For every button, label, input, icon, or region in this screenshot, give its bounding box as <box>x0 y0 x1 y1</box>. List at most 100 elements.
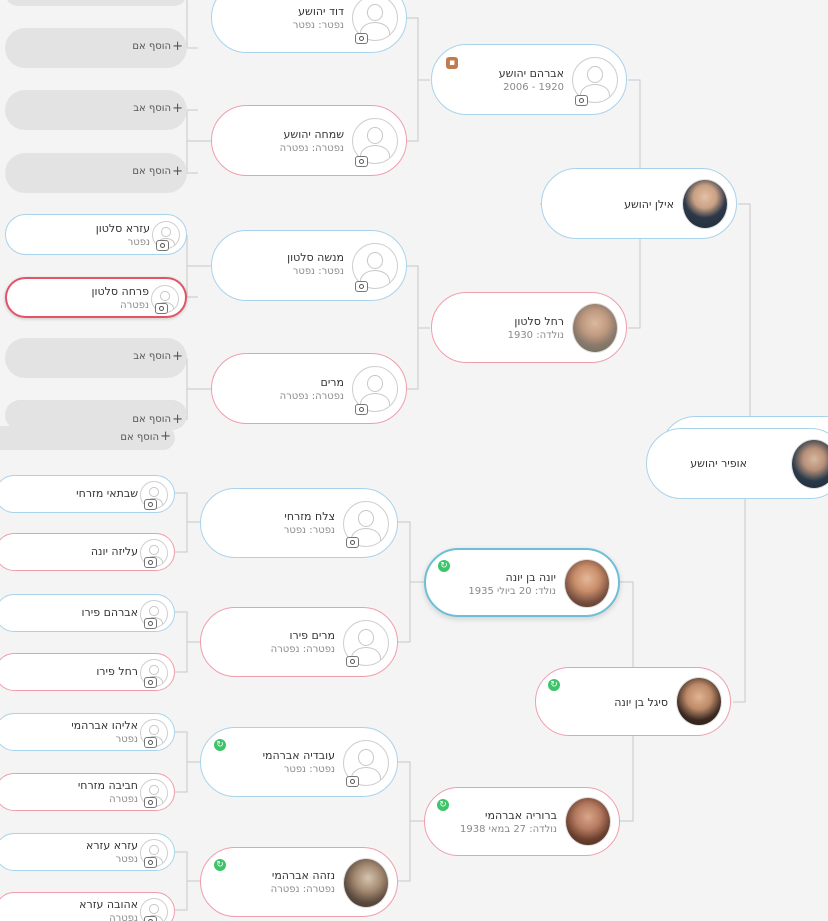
person-card[interactable]: ↻ עובדיה אברהמי נפטר: נפטר <box>200 727 398 797</box>
person-dates: נפטרה <box>120 300 149 311</box>
person-card[interactable]: עזרא עזרא נפטר <box>0 833 175 871</box>
person-card[interactable]: אילן יהושע <box>541 168 737 239</box>
person-dates: נולדה: 1930 <box>507 330 564 341</box>
person-name: יונה בן יונה <box>505 571 556 584</box>
plus-icon: + <box>172 349 183 364</box>
person-name: נזהה אברהמי <box>271 869 335 882</box>
camera-icon[interactable] <box>346 656 359 667</box>
person-name: סיגל בן יונה <box>614 696 668 709</box>
camera-icon[interactable] <box>575 95 588 106</box>
add-mother-button[interactable]: הוסף אם + <box>5 400 187 430</box>
avatar-placeholder-icon <box>140 898 168 921</box>
sync-icon: ↻ <box>548 679 560 691</box>
person-photo <box>343 858 389 908</box>
person-dates: נפטר <box>115 734 138 745</box>
camera-icon[interactable] <box>144 857 157 868</box>
camera-icon[interactable] <box>144 618 157 629</box>
sync-icon: ↻ <box>437 799 449 811</box>
person-card[interactable]: מרים נפטרה: נפטרה <box>211 353 407 424</box>
person-card-root[interactable]: אופיר יהושע <box>646 428 828 499</box>
add-mother-button[interactable]: הוסף אם + <box>5 153 187 193</box>
person-name: אברהם יהושע <box>498 67 564 80</box>
person-card[interactable]: עליזה יונה <box>0 533 175 571</box>
camera-icon[interactable] <box>346 537 359 548</box>
person-dates: נפטרה: נפטרה <box>270 644 335 655</box>
person-dates: נולדה: 27 במאי 1938 <box>460 824 557 835</box>
person-name: מרים <box>320 376 344 389</box>
person-name: צלח מזרחי <box>284 510 335 523</box>
person-card[interactable]: צלח מזרחי נפטר: נפטר <box>200 488 398 558</box>
person-card[interactable]: מנשה סלטון נפטר: נפטר <box>211 230 407 301</box>
add-father-button[interactable]: הוסף אב + <box>5 90 187 130</box>
person-card[interactable]: אברהם פירו <box>0 594 175 632</box>
camera-icon[interactable] <box>144 677 157 688</box>
person-photo <box>676 677 722 726</box>
person-name: אילן יהושע <box>624 198 674 211</box>
add-mother-button[interactable]: הוסף אם + <box>0 426 175 450</box>
camera-icon[interactable] <box>355 33 368 44</box>
person-card[interactable]: ↻ סיגל בן יונה <box>535 667 731 736</box>
person-name: מנשה סלטון <box>287 251 344 264</box>
person-dates: נפטרה: נפטרה <box>279 391 344 402</box>
camera-icon[interactable] <box>155 303 168 314</box>
person-card[interactable]: שמחה יהושע נפטרה: נפטרה <box>211 105 407 176</box>
camera-icon[interactable] <box>355 404 368 415</box>
add-mother-label: הוסף אם <box>132 414 171 425</box>
add-mother-button[interactable]: הוסף אם + <box>5 28 187 68</box>
person-card[interactable]: רחל פירו <box>0 653 175 691</box>
camera-icon[interactable] <box>144 737 157 748</box>
camera-icon[interactable] <box>144 499 157 510</box>
person-card[interactable]: מרים פירו נפטרה: נפטרה <box>200 607 398 677</box>
person-name: שמחה יהושע <box>283 128 344 141</box>
person-photo <box>572 303 618 353</box>
person-name: רחל פירו <box>96 665 138 678</box>
person-photo <box>565 797 611 846</box>
person-photo <box>791 439 828 489</box>
add-mother-label: הוסף אם <box>132 41 171 52</box>
camera-icon[interactable] <box>346 776 359 787</box>
plus-icon: + <box>172 164 183 179</box>
camera-icon[interactable] <box>144 797 157 808</box>
sync-icon: ↻ <box>214 859 226 871</box>
camera-icon[interactable] <box>355 281 368 292</box>
person-name: שבתאי מזרחי <box>76 487 138 500</box>
person-name: מרים פירו <box>289 629 335 642</box>
person-dates: נפטר <box>115 854 138 865</box>
camera-icon[interactable] <box>144 916 157 921</box>
add-father-button[interactable] <box>5 0 187 6</box>
person-name: עזרא עזרא <box>85 839 138 852</box>
person-dates: נפטר: נפטר <box>283 525 335 536</box>
person-card[interactable]: שבתאי מזרחי <box>0 475 175 513</box>
camera-icon[interactable] <box>355 156 368 167</box>
camera-icon[interactable] <box>156 240 169 251</box>
sync-icon: ↻ <box>438 560 450 572</box>
person-dates: 1920 - 2006 <box>503 82 564 93</box>
person-dates: נפטר: נפטר <box>292 266 344 277</box>
person-name: דוד יהושע <box>298 5 344 18</box>
person-name: פרחה סלטון <box>91 285 149 298</box>
add-mother-label: הוסף אם <box>132 166 171 177</box>
person-name: עובדיה אברהמי <box>262 749 335 762</box>
person-dates: נפטרה: נפטרה <box>279 143 344 154</box>
person-name: עליזה יונה <box>90 545 138 558</box>
sync-icon: ↻ <box>214 739 226 751</box>
camera-icon[interactable] <box>144 557 157 568</box>
plus-icon: + <box>172 101 183 116</box>
avatar-placeholder-icon <box>343 501 389 547</box>
add-father-label: הוסף אב <box>133 103 171 114</box>
person-name: חביבה מזרחי <box>77 779 138 792</box>
add-father-button[interactable]: הוסף אב + <box>5 338 187 378</box>
person-card-selected[interactable]: פרחה סלטון נפטרה <box>5 277 187 318</box>
person-dates: נפטר: נפטר <box>283 764 335 775</box>
